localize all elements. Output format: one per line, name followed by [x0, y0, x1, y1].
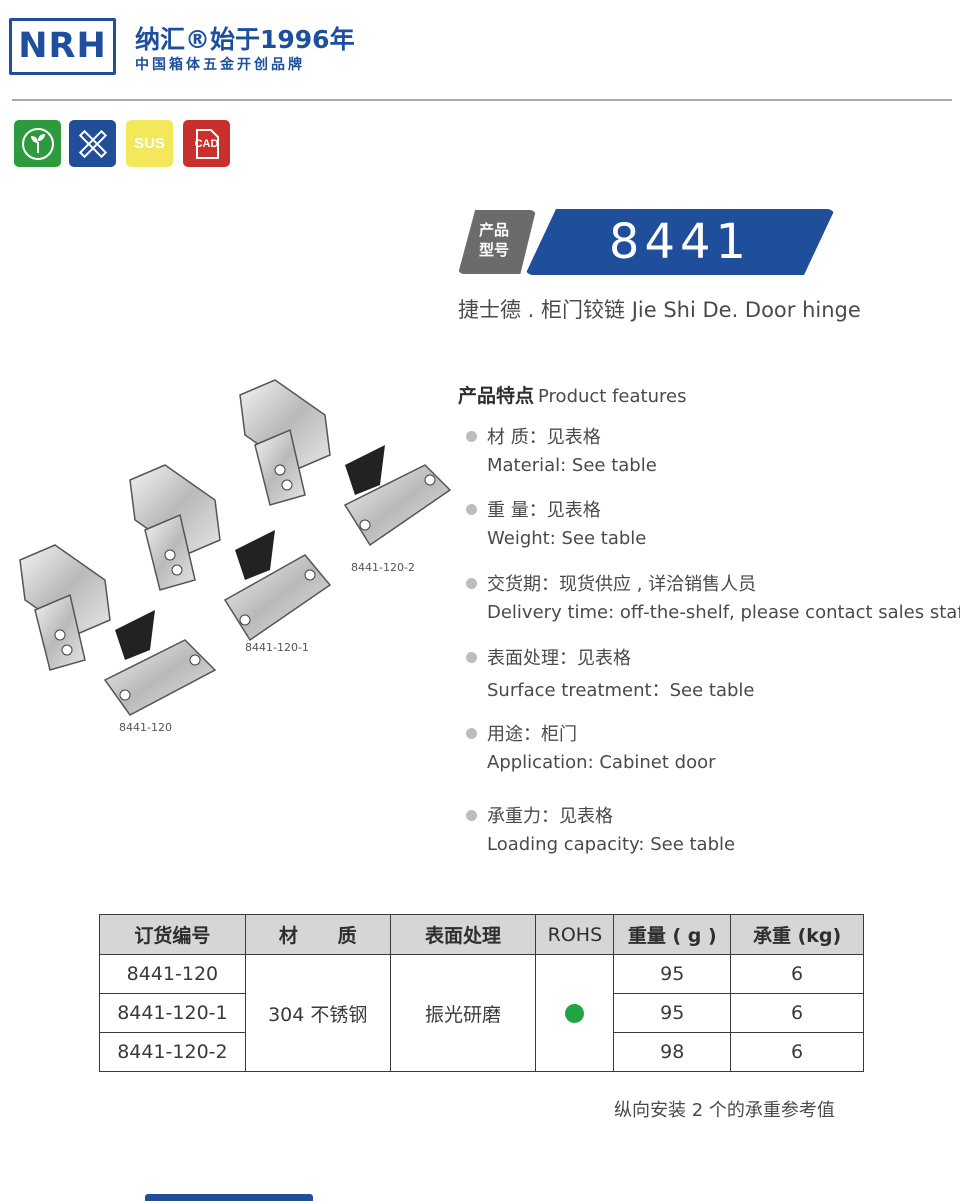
feature-cn: 承重力：见表格 [487, 806, 613, 827]
hinge-8441-120 [19, 544, 217, 716]
brand-subtitle: 中国箱体五金开创品牌 [135, 57, 305, 73]
image-label-8441-120-2: 8441-120-2 [351, 561, 415, 574]
spec-table: 订货编号 材 质 表面处理 ROHS 重量 ( g ) 承重 (kg) 8441… [99, 914, 864, 1072]
model-number: 8441 [608, 214, 752, 270]
model-tag-label: 产品型号 [478, 221, 509, 259]
header-divider [12, 99, 952, 101]
header-material: 材 质 [244, 914, 391, 955]
bullet-dot [466, 578, 477, 589]
header-surface: 表面处理 [389, 914, 537, 955]
feature-en: Loading capacity: See table [487, 834, 736, 855]
cell-surface: 振光研磨 [389, 954, 537, 1072]
product-name: 捷士德 . 柜门铰链 Jie Shi De. Door hinge [458, 298, 861, 322]
tools-icon [78, 129, 107, 158]
header-weight: 重量 ( g ) [613, 914, 732, 955]
cell-code: 8441-120-2 [99, 1032, 246, 1072]
bullet-dot [466, 810, 477, 821]
table-row: 8441-120-1 95 6 [99, 993, 864, 1033]
cell-code: 8441-120 [99, 954, 246, 994]
cell-weight: 95 [613, 993, 732, 1033]
bullet-dot [466, 504, 477, 515]
cad-badge-text: CAD [194, 137, 219, 150]
sprout-icon [21, 127, 54, 160]
hinge-8441-120-2 [239, 379, 452, 547]
bullet-dot [466, 652, 477, 663]
image-label-8441-120-1: 8441-120-1 [245, 641, 309, 654]
brand-slogan: 纳汇®始于1996年 [135, 25, 355, 54]
tools-badge [69, 120, 116, 167]
feature-cn: 材 质：见表格 [487, 427, 601, 448]
cell-load: 6 [730, 993, 864, 1033]
eco-badge [14, 120, 61, 167]
feature-cn: 表面处理：见表格 [487, 648, 631, 669]
table-row: 8441-120 304 不锈钢 振光研磨 95 6 [99, 954, 864, 1072]
feature-en: Surface treatment：See table [487, 680, 755, 701]
cell-rohs [535, 954, 615, 1072]
feature-cn: 交货期：现货供应 , 详洽销售人员 [487, 574, 757, 595]
cell-load: 6 [730, 1032, 864, 1072]
image-label-8441-120: 8441-120 [119, 721, 172, 734]
cell-load: 6 [730, 954, 864, 994]
features-title-en: Product features [538, 386, 687, 407]
header-load: 承重 (kg) [730, 914, 864, 955]
feature-en: Application: Cabinet door [487, 752, 716, 773]
logo-text: NRH [18, 26, 107, 66]
cad-file-icon [195, 128, 219, 159]
feature-en: Delivery time: off-the-shelf, please con… [487, 602, 960, 623]
feature-en: Material: See table [487, 455, 657, 476]
rohs-compliant-icon [565, 1004, 585, 1023]
product-image [19, 379, 452, 716]
header-rohs: ROHS [535, 914, 615, 955]
cell-code: 8441-120-1 [99, 993, 246, 1033]
features-title-cn: 产品特点 [458, 385, 535, 407]
sus-badge-text: SUS [134, 135, 165, 152]
feature-cn: 用途：柜门 [487, 724, 577, 745]
cell-material: 304 不锈钢 [244, 954, 391, 1072]
header-order-code: 订货编号 [99, 914, 246, 955]
bullet-dot [466, 728, 477, 739]
feature-en: Weight: See table [487, 528, 647, 549]
cell-weight: 95 [613, 954, 732, 994]
table-note: 纵向安装 2 个的承重参考值 [614, 1100, 835, 1121]
nrh-logo: NRH [9, 18, 116, 75]
cell-weight: 98 [613, 1032, 732, 1072]
feature-cn: 重 量：见表格 [487, 500, 601, 521]
table-header-row: 订货编号 材 质 表面处理 ROHS 重量 ( g ) 承重 (kg) [99, 914, 864, 955]
cad-badge: CAD [183, 120, 230, 167]
table-row: 8441-120-2 98 6 [99, 1032, 864, 1072]
sus-badge: SUS [126, 120, 173, 167]
bullet-dot [466, 431, 477, 442]
model-tag-bg [525, 209, 835, 275]
hinge-8441-120-1 [129, 464, 332, 642]
next-section-heading-clip [145, 1194, 313, 1201]
